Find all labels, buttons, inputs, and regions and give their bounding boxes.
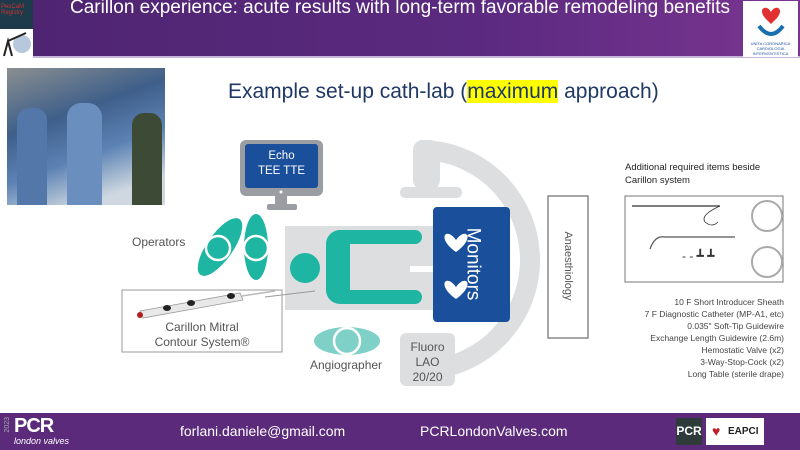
angiographer-figure <box>314 326 380 356</box>
pcr-logo: PCR <box>676 418 702 445</box>
list-item: 7 F Diagnostic Catheter (MP-A1, etc) <box>644 309 784 319</box>
operator-figure <box>197 218 243 276</box>
highlighted-word: maximum <box>467 80 559 103</box>
svg-text:- - ┻ ┻: - - ┻ ┻ <box>682 248 715 263</box>
eapci-logo: ♥EAPCI <box>706 418 764 445</box>
header-bar: PesCaM Registry Carillon experience: acu… <box>0 0 800 58</box>
footer-email[interactable]: forlani.daniele@gmail.com <box>180 423 346 439</box>
fisherman-icon <box>3 32 31 57</box>
list-item: 0.035" Soft-Tip Guidewire <box>687 321 784 331</box>
slide-title: Carillon experience: acute results with … <box>69 0 731 18</box>
footer-bar: 2023 PCR london valves forlani.daniele@g… <box>0 413 800 450</box>
patient-body <box>326 230 422 304</box>
monitors-label: Monitors <box>462 227 484 301</box>
footer-website-link[interactable]: PCRLondonValves.com <box>420 423 568 439</box>
patient-head <box>290 253 320 283</box>
c-arm <box>420 140 540 380</box>
carillon-device-icon <box>137 290 276 319</box>
list-item: 3-Way-Stop-Cock (x2) <box>700 357 784 367</box>
anaesthiology-box <box>547 195 589 339</box>
fluoro-box <box>400 333 455 386</box>
list-item: Exchange Length Guidewire (2.6m) <box>650 333 784 343</box>
c-arm-top <box>413 140 440 190</box>
cath-lab-photo <box>7 68 165 205</box>
items-heading: Additional required items beside Carillo… <box>625 162 761 186</box>
unit-logo: UNITA CORONARICA CARDIOLOGIA INTERVENTIS… <box>743 1 798 57</box>
heart-icon <box>444 233 468 252</box>
operators-label: Operators <box>132 235 186 249</box>
heart-icon <box>444 280 468 299</box>
heart-hand-icon <box>757 7 785 36</box>
heart-icon: ♥ <box>712 423 721 439</box>
anaesthiology-label: Anaesthiology <box>562 231 574 301</box>
footer-year: 2023 <box>4 417 11 433</box>
operator-figure <box>242 214 270 280</box>
pcr-london-valves-logo: PCR <box>14 415 54 437</box>
pescam-logo: PesCaM Registry <box>0 0 33 58</box>
list-item: Long Table (sterile drape) <box>687 369 784 379</box>
angiographer-label: Angiographer <box>310 358 383 372</box>
list-item: Hemostatic Valve (x2) <box>701 345 784 355</box>
list-item: 10 F Short Introducer Sheath <box>674 297 784 307</box>
items-list: 10 F Short Introducer Sheath 7 F Diagnos… <box>645 296 784 380</box>
equipment-image: - - ┻ ┻ <box>624 195 784 283</box>
section-heading: Example set-up cath-lab (maximum approac… <box>228 80 659 103</box>
